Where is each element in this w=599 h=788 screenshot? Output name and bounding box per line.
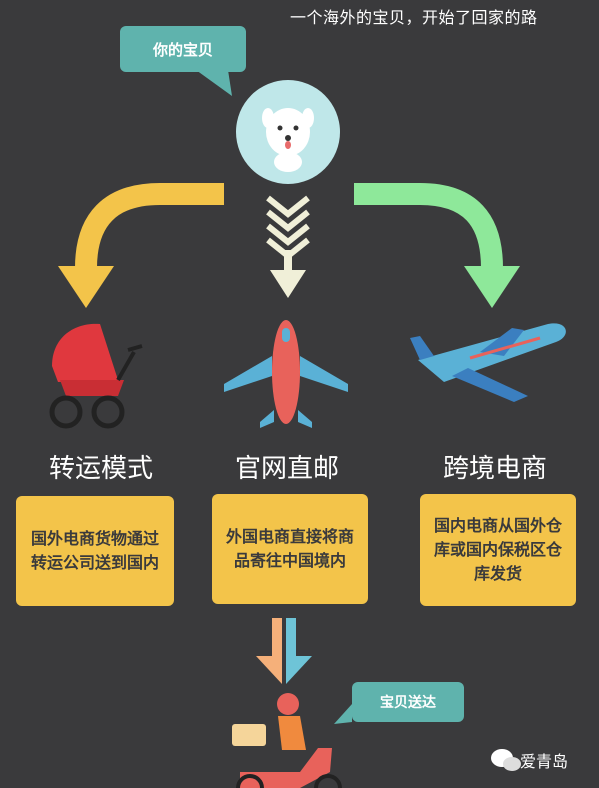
arrow-right — [354, 183, 503, 269]
arrow-down-teal-stem — [286, 618, 296, 662]
your-item-bubble: 你的宝贝 — [120, 26, 246, 72]
arrow-down-orange-head — [256, 656, 282, 684]
arrow-left — [75, 183, 224, 269]
bubble-bottom-tail — [334, 704, 352, 724]
arrow-down-orange-stem — [272, 618, 282, 662]
watermark-text: 爱青岛 — [520, 752, 569, 771]
mode-title-cross-border: 跨境电商 — [442, 454, 547, 484]
arrow-left-head — [58, 266, 114, 308]
mode-desc-direct-mail: 外国电商直接将商品寄往中国境内 — [212, 494, 368, 604]
mode-title-direct-mail: 官网直邮 — [234, 454, 339, 484]
mode-title-transfer: 转运模式 — [48, 454, 153, 484]
delivered-bubble: 宝贝送达 — [352, 682, 464, 722]
arrow-center-head — [270, 270, 306, 298]
bubble-top-tail — [196, 70, 232, 96]
arrow-right-head — [464, 266, 520, 308]
mode-desc-cross-border: 国内电商从国外仓库或国内保税区仓库发货 — [420, 494, 576, 606]
arrow-down-teal-head — [286, 656, 312, 684]
top-caption: 一个海外的宝贝，开始了回家的路 — [290, 8, 538, 27]
arrow-center-stem — [284, 250, 292, 272]
mode-desc-transfer: 国外电商货物通过转运公司送到国内 — [16, 496, 174, 606]
